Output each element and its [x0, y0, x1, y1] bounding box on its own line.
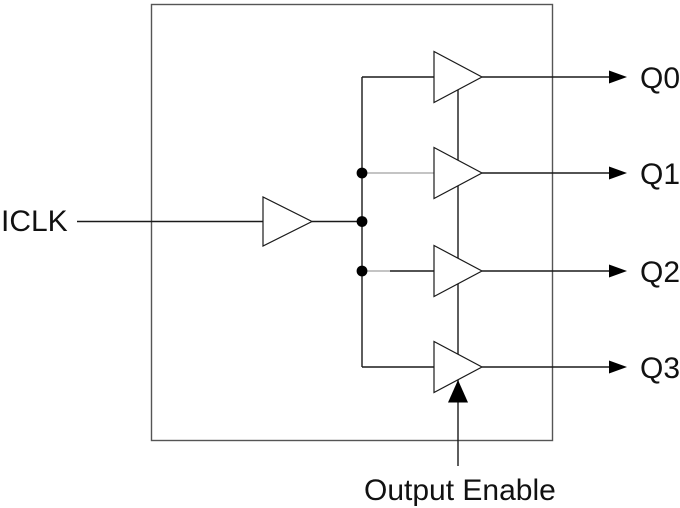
q3-label: Q3: [640, 352, 680, 385]
junction-dot-q1: [356, 167, 368, 179]
output-enable-label: Output Enable: [364, 474, 556, 507]
output-buffer-q1: [433, 146, 484, 200]
device-outline-box: [150, 3, 554, 442]
q1-label: Q1: [640, 158, 680, 191]
q2-label: Q2: [640, 256, 680, 289]
junction-dot-q2: [356, 265, 368, 277]
output-enable-arrowhead: [448, 380, 468, 403]
iclk-label: ICLK: [1, 205, 68, 238]
arrowhead-q3: [609, 360, 627, 374]
q0-label: Q0: [640, 62, 680, 95]
arrowhead-q2: [609, 264, 627, 278]
arrowhead-q0: [609, 70, 627, 84]
output-buffer-q2: [433, 244, 484, 298]
arrowhead-q1: [609, 166, 627, 180]
output-buffer-q3: [433, 340, 484, 394]
junction-dot-iclk: [356, 216, 368, 227]
output-buffer-q0: [433, 50, 484, 104]
input-buffer-triangle: [262, 196, 314, 247]
